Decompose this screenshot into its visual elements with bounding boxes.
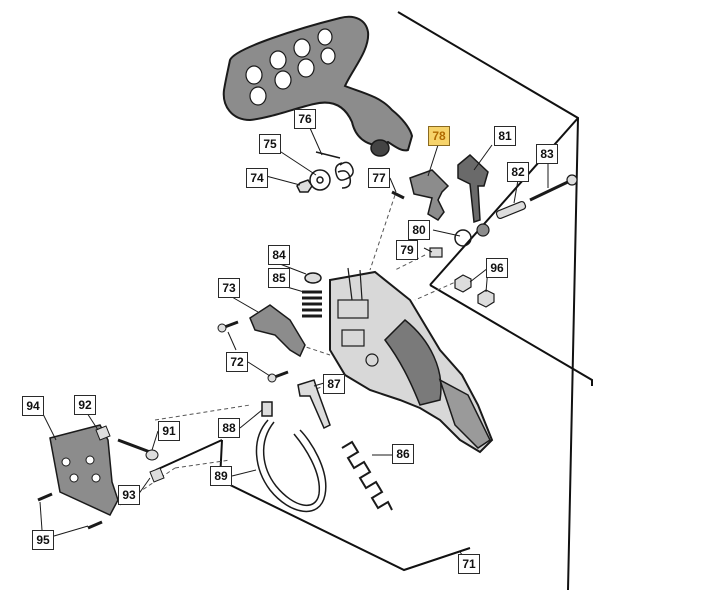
hand-guard-part bbox=[222, 15, 414, 157]
callout-75: 75 bbox=[259, 134, 281, 154]
callout-89: 89 bbox=[210, 466, 232, 486]
lever-78-part bbox=[391, 169, 450, 221]
callout-71: 71 bbox=[458, 554, 480, 574]
callout-91: 91 bbox=[158, 421, 180, 441]
bracket-73-part bbox=[217, 304, 306, 383]
callout-72: 72 bbox=[226, 352, 248, 372]
callout-83: 83 bbox=[536, 144, 558, 164]
callout-93: 93 bbox=[118, 485, 140, 505]
callout-76: 76 bbox=[294, 109, 316, 129]
pin-87-part bbox=[297, 379, 331, 430]
callout-78: 78 bbox=[428, 126, 450, 146]
callout-73: 73 bbox=[218, 278, 240, 298]
callout-84: 84 bbox=[268, 245, 290, 265]
callout-95: 95 bbox=[32, 530, 54, 550]
brake-housing-part bbox=[329, 267, 494, 454]
callout-86: 86 bbox=[392, 444, 414, 464]
callout-87: 87 bbox=[323, 374, 345, 394]
trigger-81-part bbox=[429, 153, 578, 258]
callout-94: 94 bbox=[22, 396, 44, 416]
callout-81: 81 bbox=[494, 126, 516, 146]
callout-77: 77 bbox=[368, 168, 390, 188]
spring-86-part bbox=[341, 440, 393, 511]
brake-band-89-part bbox=[255, 401, 327, 512]
callout-96: 96 bbox=[486, 258, 508, 278]
callout-85: 85 bbox=[268, 268, 290, 288]
plate-94-part bbox=[37, 424, 165, 530]
callout-74: 74 bbox=[246, 168, 268, 188]
callout-82: 82 bbox=[507, 162, 529, 182]
callout-88: 88 bbox=[218, 418, 240, 438]
spring-85-part bbox=[302, 272, 322, 318]
callout-92: 92 bbox=[74, 395, 96, 415]
spring-and-washer-parts bbox=[296, 151, 354, 193]
callout-80: 80 bbox=[408, 220, 430, 240]
callout-79: 79 bbox=[396, 240, 418, 260]
nuts-96-part bbox=[454, 274, 495, 308]
